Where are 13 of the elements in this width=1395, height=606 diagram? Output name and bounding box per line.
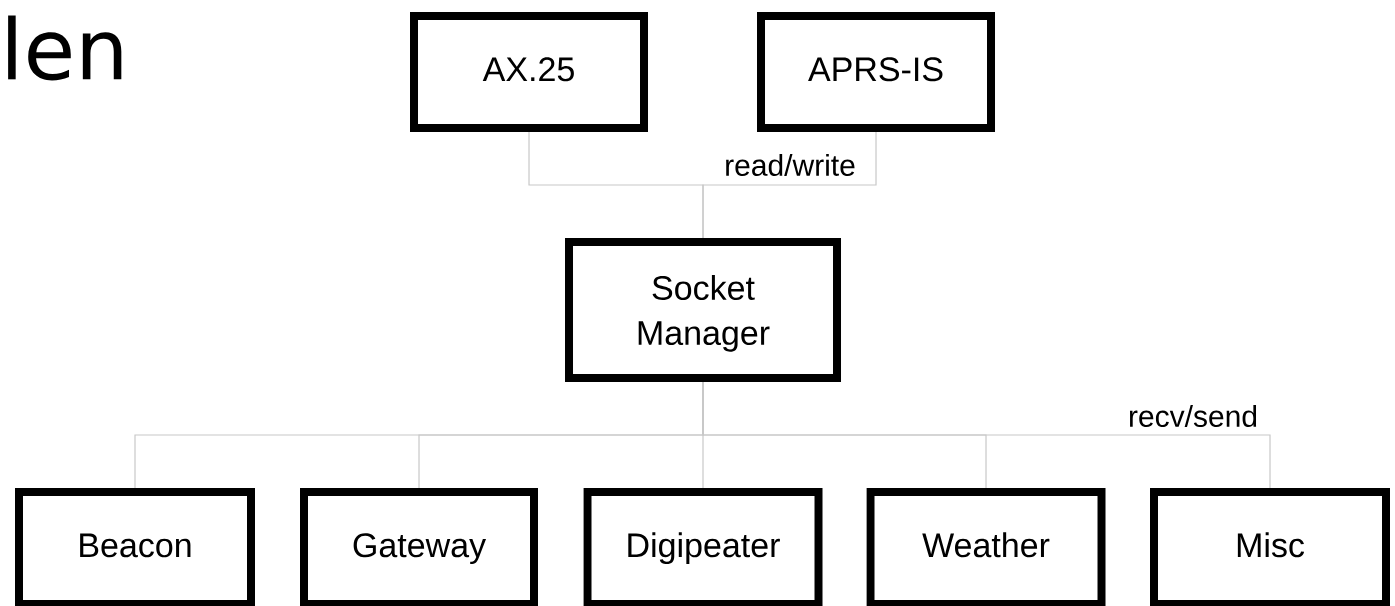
edge-label: recv/send: [1127, 404, 1260, 428]
process-box: APRS-IS: [757, 12, 995, 132]
process-box: Beacon: [15, 488, 255, 606]
process-box: Weather: [866, 488, 1106, 606]
edge-label: read/write: [723, 153, 857, 177]
process-box: Digipeater: [583, 488, 823, 606]
process-box: Socket Manager: [565, 238, 841, 382]
connector-line: [702, 381, 1271, 489]
connector-line: [702, 131, 877, 239]
cut-off-text: len: [8, 15, 122, 81]
process-box: AX.25: [410, 12, 648, 132]
process-box: Misc: [1150, 488, 1390, 606]
process-box: Gateway: [300, 488, 538, 606]
